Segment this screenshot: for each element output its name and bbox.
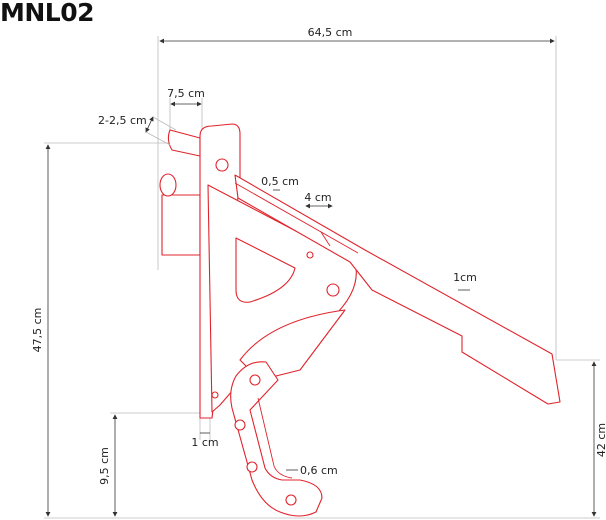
dimension-lines (45, 38, 597, 517)
lever-arm (234, 174, 561, 405)
arm-thickness-label: 1cm (453, 271, 477, 284)
bolt (285, 494, 297, 506)
hook-thickness-label: 0,6 cm (300, 464, 338, 477)
bolt (246, 461, 258, 473)
overall-height-label: 47,5 cm (31, 308, 44, 353)
bolt (249, 374, 261, 386)
bolt (306, 251, 314, 259)
pin-housing (161, 194, 201, 256)
hook-height-label: 9,5 cm (98, 447, 111, 485)
plate-thickness-label: 1 cm (191, 436, 218, 449)
pin (167, 129, 201, 157)
slot-length-label: 4 cm (304, 191, 331, 204)
bracket-drawing (159, 123, 561, 517)
hook (230, 361, 323, 517)
bolt (215, 158, 229, 172)
pin-length-label: 7,5 cm (167, 87, 205, 100)
pin-diameter-label: 2-2,5 cm (98, 114, 147, 127)
bolt (211, 391, 219, 399)
arm-tip-height-label: 42 cm (595, 423, 606, 457)
triangle-cutout (235, 237, 296, 303)
slot-width-label: 0,5 cm (261, 175, 299, 188)
model-title: MNL02 (0, 0, 95, 27)
bolt (326, 283, 340, 297)
pin-knob (159, 173, 177, 197)
bolt (234, 419, 246, 431)
overall-width-label: 64,5 cm (308, 26, 353, 39)
